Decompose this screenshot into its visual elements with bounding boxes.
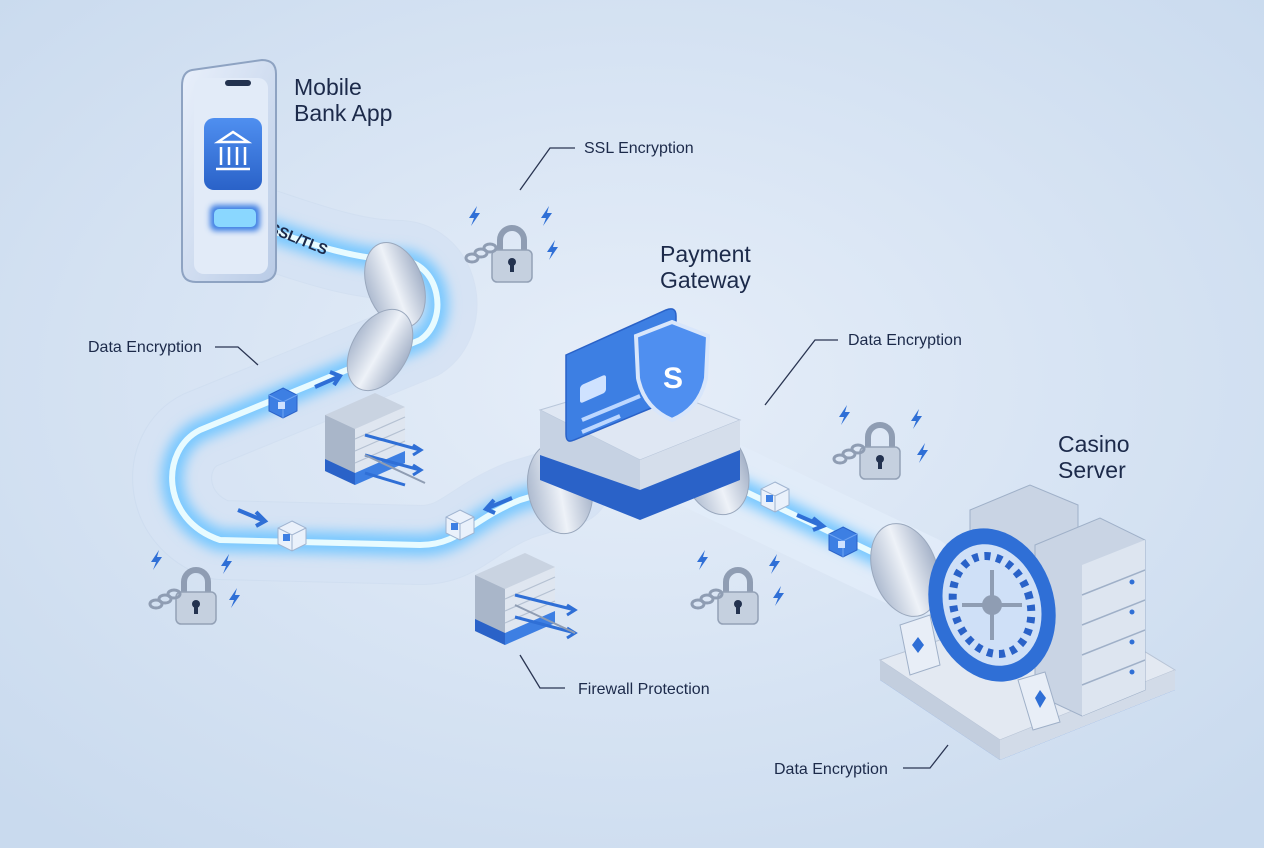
callout-data-encryption-bottom: Data Encryption (774, 761, 888, 778)
payment-gateway: S (538, 308, 742, 520)
callout-data-encryption-right: Data Encryption (848, 332, 962, 349)
encrypted-pipeline: SSL/TLS (132, 175, 960, 617)
playing-cards-icon (899, 614, 1061, 731)
data-packets (237, 370, 858, 558)
server-rack-icon (969, 484, 1146, 717)
mobile-app-title-line2: Bank App (294, 100, 392, 126)
casino-server-title-line1: Casino (1058, 431, 1130, 457)
callout-firewall-protection: Firewall Protection (578, 681, 710, 698)
firewall-icon (474, 552, 578, 646)
payment-gateway-title-line1: Payment (660, 241, 751, 267)
bank-app-icon (204, 118, 262, 190)
casino-server (878, 484, 1177, 760)
payment-gateway-title-line2: Gateway (660, 267, 751, 293)
mobile-app-title-line1: Mobile (294, 74, 362, 100)
data-packet-icon (445, 509, 475, 541)
casino-server-title-line2: Server (1058, 457, 1126, 483)
callout-lines (215, 147, 949, 769)
data-packet-icon (760, 481, 790, 513)
data-packet-icon (268, 387, 298, 419)
callout-ssl-encryption: SSL Encryption (584, 140, 694, 157)
arrow-icon (796, 513, 827, 532)
mobile-phone (181, 58, 277, 283)
arrow-icon (482, 496, 513, 515)
roulette-wheel-icon (928, 528, 1056, 682)
arrow-icon (314, 370, 344, 389)
firewall-icon (324, 392, 426, 487)
data-packet-icon (277, 520, 307, 552)
data-packet-icon (828, 526, 858, 558)
svg-text:S: S (663, 362, 683, 395)
arrow-icon (237, 508, 269, 528)
bank-icon (213, 130, 253, 171)
shield-dollar-icon (633, 319, 711, 423)
callout-data-encryption-left: Data Encryption (88, 339, 202, 356)
